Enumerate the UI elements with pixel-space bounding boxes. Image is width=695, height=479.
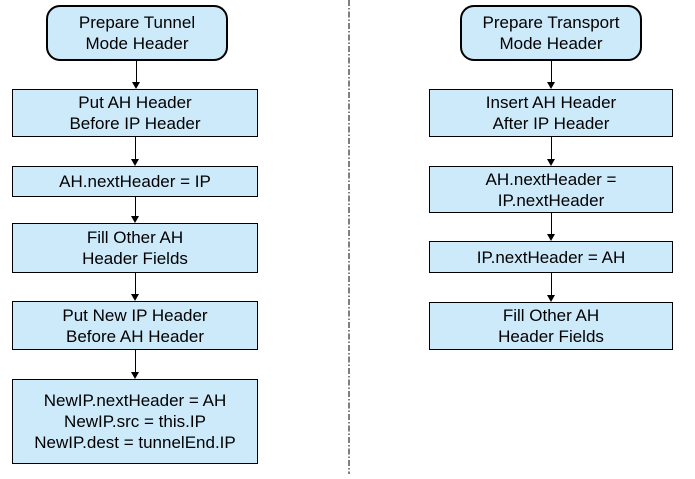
transport-step-ip-nextheader-label: IP.nextHeader = AH <box>476 247 626 267</box>
tunnel-step-put-new-ip-header-label: Put New IP Header Before AH Header <box>62 305 208 346</box>
transport-start-terminator: Prepare Transport Mode Header <box>460 5 642 61</box>
flow-arrow-tunnel-1 <box>132 61 141 89</box>
tunnel-step-fill-other-ah-label: Fill Other AH Header Fields <box>82 228 188 268</box>
tunnel-step-put-new-ip-header: Put New IP Header Before AH Header <box>12 301 258 350</box>
tunnel-step-put-ah-header-label: Put AH Header Before IP Header <box>69 93 201 133</box>
flow-arrow-tunnel-5 <box>131 350 140 379</box>
flow-arrow-transport-1 <box>547 61 556 89</box>
transport-step-ah-nextheader-label: AH.nextHeader = IP.nextHeader <box>485 169 617 210</box>
transport-step-insert-ah-header: Insert AH Header After IP Header <box>429 89 673 137</box>
flow-arrow-tunnel-4 <box>131 273 140 301</box>
tunnel-step-fill-other-ah: Fill Other AH Header Fields <box>12 223 258 273</box>
tunnel-step-ah-nextheader: AH.nextHeader = IP <box>12 166 258 197</box>
flow-arrow-transport-4 <box>547 273 556 302</box>
transport-step-insert-ah-header-label: Insert AH Header After IP Header <box>485 93 617 133</box>
flow-arrow-tunnel-2 <box>131 137 140 166</box>
tunnel-start-terminator: Prepare Tunnel Mode Header <box>46 5 228 61</box>
flow-arrow-transport-3 <box>547 213 556 241</box>
tunnel-step-newip-assignments: NewIP.nextHeader = AH NewIP.src = this.I… <box>12 379 258 464</box>
column-divider-line <box>348 0 350 474</box>
transport-step-ah-nextheader: AH.nextHeader = IP.nextHeader <box>429 166 673 213</box>
tunnel-start-label: Prepare Tunnel Mode Header <box>78 13 196 53</box>
transport-step-fill-other-ah-label: Fill Other AH Header Fields <box>498 306 604 346</box>
flow-arrow-transport-2 <box>547 137 556 166</box>
transport-step-ip-nextheader: IP.nextHeader = AH <box>429 241 673 273</box>
flow-arrow-tunnel-3 <box>131 197 140 223</box>
tunnel-step-ah-nextheader-label: AH.nextHeader = IP <box>59 172 211 191</box>
tunnel-step-newip-assignments-label: NewIP.nextHeader = AH NewIP.src = this.I… <box>34 391 236 452</box>
tunnel-step-put-ah-header: Put AH Header Before IP Header <box>12 89 258 137</box>
transport-step-fill-other-ah: Fill Other AH Header Fields <box>429 302 673 350</box>
transport-start-label: Prepare Transport Mode Header <box>482 13 620 53</box>
